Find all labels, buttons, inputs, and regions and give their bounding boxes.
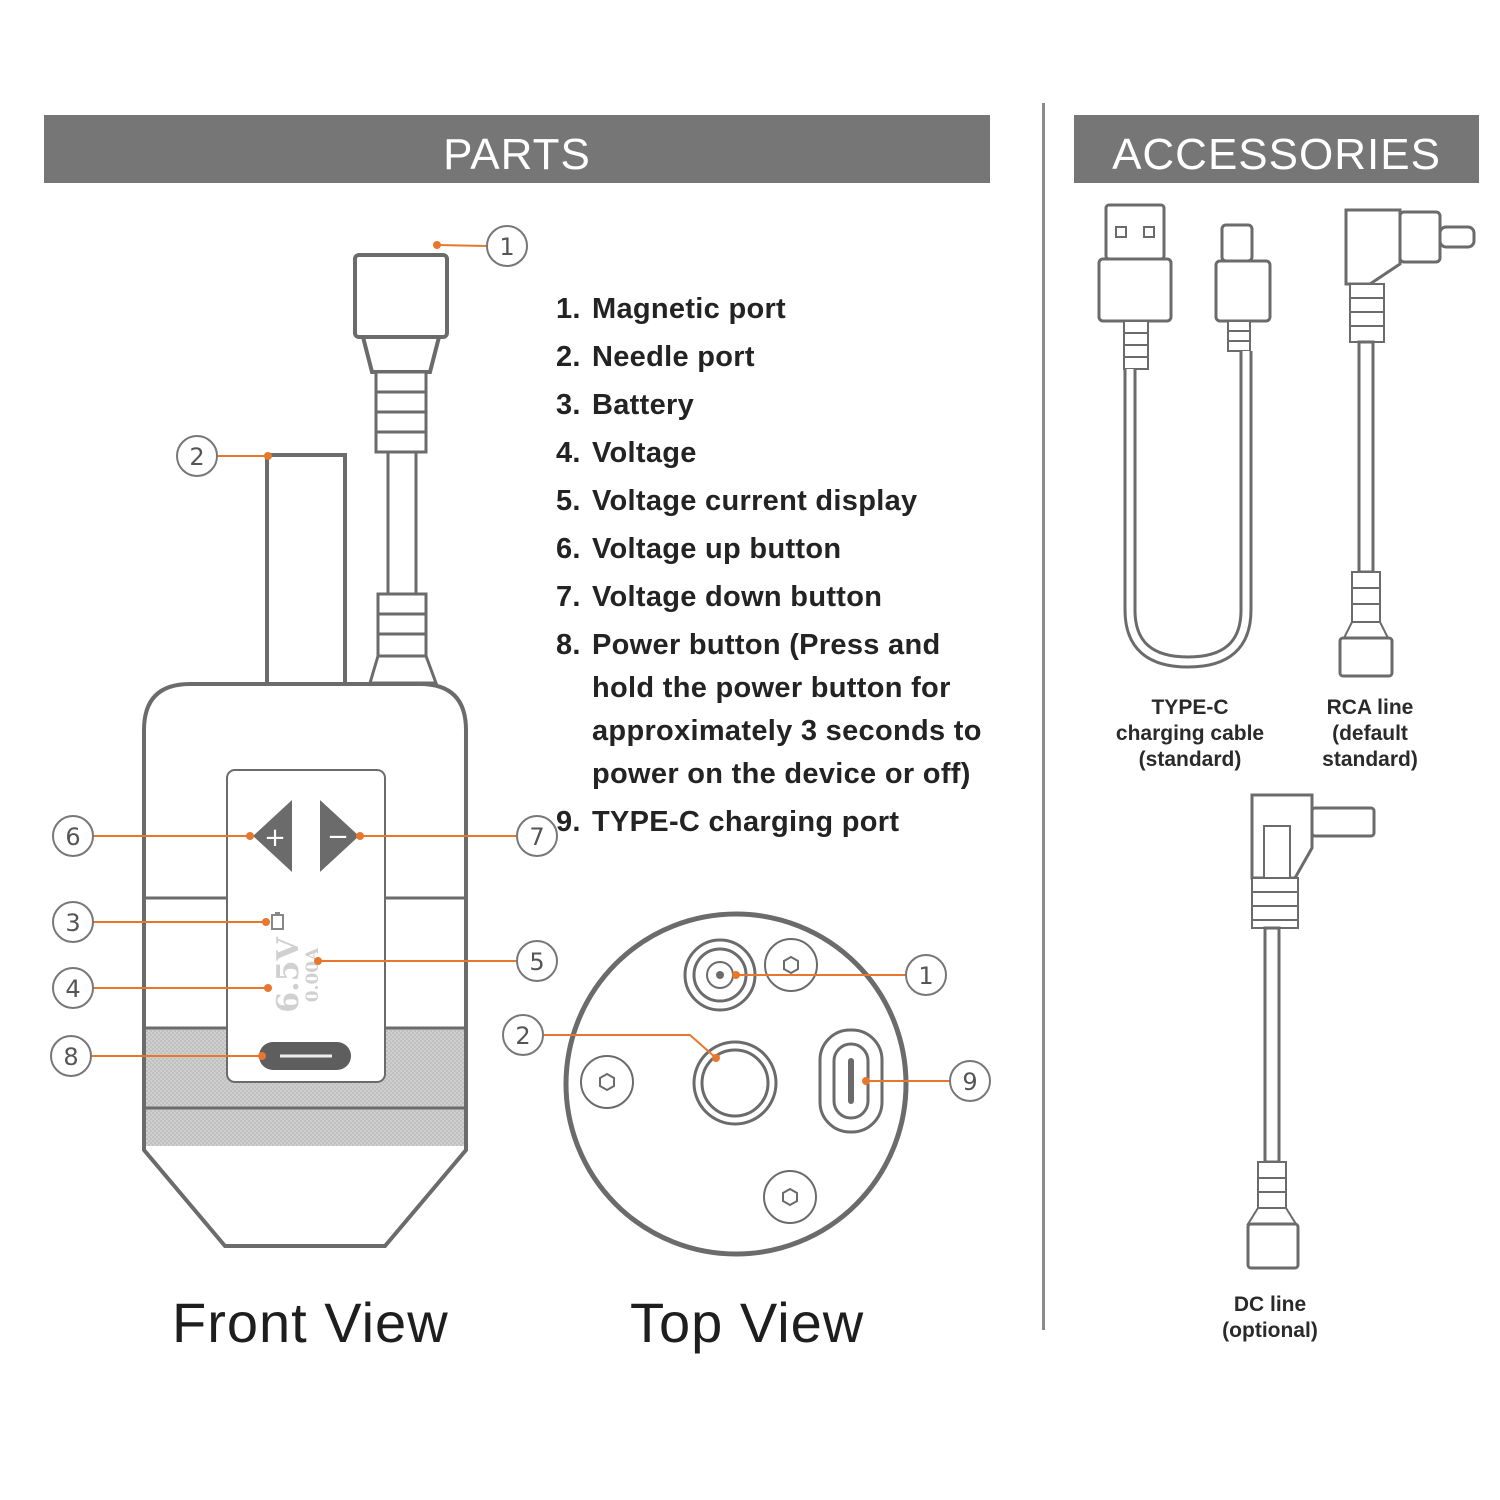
voltage-up-button[interactable] xyxy=(253,800,292,872)
voltage-value: 6.5V xyxy=(271,937,306,1013)
svg-text:2: 2 xyxy=(515,1022,530,1050)
list-item: 1.Magnetic port xyxy=(556,293,787,325)
svg-text:8: 8 xyxy=(63,1043,78,1071)
voltage-display: 6.5V 0.00A xyxy=(271,937,323,1013)
needle-port-tube xyxy=(265,453,347,689)
rca-line-label: RCA line (default standard) xyxy=(1322,696,1418,771)
plus-icon: + xyxy=(264,823,286,853)
svg-text:6: 6 xyxy=(65,823,80,851)
callout-6 xyxy=(52,815,94,857)
callout-9 xyxy=(949,1060,991,1102)
list-item: 6.Voltage up button xyxy=(556,533,842,565)
callout-2-top xyxy=(502,1014,544,1056)
magnetic-cable xyxy=(353,253,449,685)
list-item: 4.Voltage xyxy=(556,437,697,469)
parts-header: PARTS xyxy=(44,115,990,183)
type-c-charging-cable xyxy=(1097,203,1272,669)
callouts: 1 2 6 7 3 5 4 8 xyxy=(50,225,991,1102)
top-view-drawing xyxy=(563,911,909,1257)
current-value: 0.00A xyxy=(303,947,323,1002)
callout-1-top xyxy=(905,954,947,996)
voltage-down-button[interactable] xyxy=(320,800,359,872)
section-divider xyxy=(1042,103,1045,1330)
type-c-cable-label: TYPE-C charging cable (standard) xyxy=(1115,696,1265,771)
callout-8 xyxy=(50,1035,92,1077)
front-view-drawing xyxy=(142,253,468,1248)
front-view-label: Front View xyxy=(172,1291,449,1354)
list-item: 7.Voltage down button xyxy=(556,581,883,613)
svg-text:5: 5 xyxy=(529,948,544,976)
top-view-label: Top View xyxy=(630,1291,865,1354)
svg-text:9: 9 xyxy=(962,1068,977,1096)
callout-4 xyxy=(52,967,94,1009)
svg-text:3: 3 xyxy=(65,909,80,937)
svg-text:1: 1 xyxy=(499,233,514,261)
minus-icon: − xyxy=(327,822,349,852)
svg-text:4: 4 xyxy=(65,975,80,1003)
list-item: 5.Voltage current display xyxy=(556,485,918,517)
list-item: 3.Battery xyxy=(556,389,695,421)
callout-5 xyxy=(516,940,558,982)
callout-1-front xyxy=(486,225,528,267)
callout-2-front xyxy=(176,435,218,477)
dc-line xyxy=(1246,793,1376,1270)
parts-list: 1.Magnetic port 2.Needle port 3.Battery … xyxy=(556,288,996,849)
list-item: 2.Needle port xyxy=(556,341,755,373)
accessories-header: ACCESSORIES xyxy=(1074,115,1479,183)
list-item: 8.Power button (Press and hold the power… xyxy=(556,629,982,790)
svg-text:7: 7 xyxy=(529,823,544,851)
svg-text:1: 1 xyxy=(918,962,933,990)
control-panel xyxy=(226,769,386,1083)
svg-text:2: 2 xyxy=(189,443,204,471)
callout-7 xyxy=(516,815,558,857)
list-item: 9.TYPE-C charging port xyxy=(556,806,900,838)
rca-line xyxy=(1338,208,1476,678)
callout-3 xyxy=(52,901,94,943)
dc-line-label: DC line (optional) xyxy=(1222,1293,1318,1342)
